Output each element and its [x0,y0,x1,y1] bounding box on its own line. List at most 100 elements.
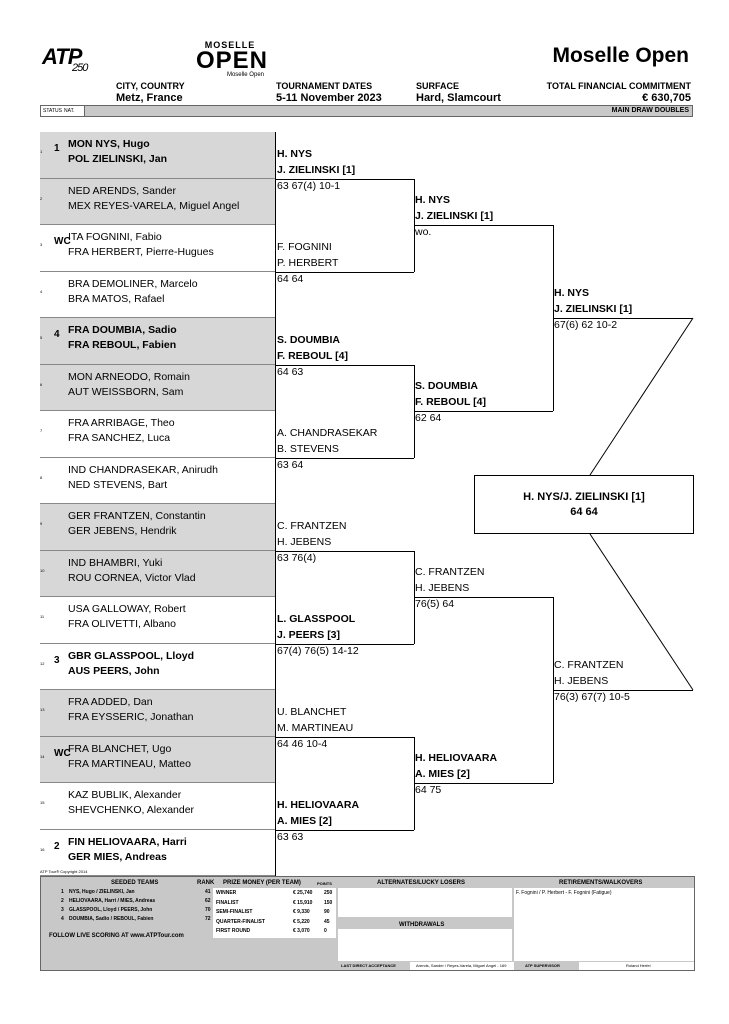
player-two: FRA REBOUL, Fabien [68,339,177,352]
final-diagonal [589,317,694,476]
bracket-line [276,271,414,273]
seed-badge: WC [54,747,71,759]
player-one: MON NYS, Hugo [68,138,150,151]
bracket-line [414,225,553,226]
seed-badge: 2 [54,840,60,852]
draw-position: 16 [40,846,45,852]
player-two: AUT WEISSBORN, Sam [68,385,184,398]
tournament-title: Moselle Open [552,44,689,67]
bracket-line [276,829,414,831]
player-two: AUS PEERS, John [68,664,160,677]
match-winner-two: J. ZIELINSKI [1] [277,163,356,176]
draw-type-label: MAIN DRAW DOUBLES [611,107,689,114]
draw-position: 9 [40,521,43,527]
draw-position: 5 [40,335,43,341]
bracket-line [553,690,693,691]
player-one: FRA ARRIBAGE, Theo [68,417,175,430]
match-score: 64 46 10-4 [277,737,328,750]
match-winner-two: M. MARTINEAU [277,721,354,734]
prize-points: 45 [324,918,330,925]
draw-position: 2 [40,195,43,201]
player-two: BRA MATOS, Rafael [68,292,165,305]
bracket-line [276,550,414,552]
bracket-line [276,736,414,738]
player-one: GER FRANTZEN, Constantin [68,510,206,523]
withdrawals-box [338,929,512,961]
match-winner-one: C. FRANTZEN [415,566,485,578]
match-score: 63 63 [277,830,304,843]
player-two: FRA EYSSERIC, Jonathan [68,711,194,724]
logo-top-text: MOSELLE [204,40,256,50]
seed-rank: 72 [205,916,211,922]
bracket-line [414,783,553,784]
draw-position: 14 [40,753,45,759]
player-two: ROU CORNEA, Victor Vlad [68,571,196,584]
seed-rank: 41 [205,889,211,895]
prize-round: WINNER [216,890,237,896]
match-winner-two: B. STEVENS [277,442,339,455]
match-score: 64 63 [277,365,304,378]
match-winner-one: S. DOUMBIA [277,333,340,346]
match-winner-two: P. HERBERT [277,256,339,269]
footer-panel: SEEDED TEAMS RANK PRIZE MONEY (PER TEAM)… [40,876,695,971]
bracket-line [276,178,414,180]
draw-position: 10 [40,567,45,573]
player-two: GER MIES, Andreas [68,850,167,863]
retirements-box [514,888,694,961]
prize-points: 250 [324,890,333,896]
logo-sub-text: Moselle Open [226,72,264,78]
copyright-text: ATP Tour® Copyright 2014 [40,869,88,874]
player-one: BRA DEMOLINER, Marcelo [68,277,198,290]
bracket-connector [275,411,276,504]
seed-badge: 1 [54,143,60,155]
withdrawals-title: WITHDRAWALS [399,922,445,928]
draw-position: 8 [40,474,43,480]
match-winner-two: H. JEBENS [415,582,470,594]
match-winner-two: H. JEBENS [554,675,609,687]
player-one: NED ARENDS, Sander [68,184,176,197]
player-one: USA GALLOWAY, Robert [68,603,186,616]
player-two: NED STEVENS, Bart [68,478,168,491]
bracket-connector [275,690,276,783]
city-value: Metz, France [116,92,183,104]
player-two: FRA SANCHEZ, Luca [68,432,171,445]
seed-rank: 70 [205,907,211,913]
draw-position: 1 [40,149,43,155]
match-winner-one: L. GLASSPOOL [277,612,356,625]
moselle-open-logo: MOSELLE OPEN Moselle Open [196,40,269,78]
logo-main-text: OPEN [196,47,269,74]
match-winner-two: A. MIES [2] [415,768,470,780]
draw-position: 4 [40,288,43,294]
prize-points: 150 [324,899,333,906]
match-winner-two: H. JEBENS [277,535,332,548]
player-one: IND CHANDRASEKAR, Anirudh [68,463,218,476]
prize-round: QUARTER-FINALIST [216,918,265,925]
match-score: 64 64 [277,272,304,285]
match-winner-two: J. PEERS [3] [277,628,341,641]
seed-number: 4 [61,916,64,922]
surface-value: Hard, Slamcourt [416,92,501,104]
supervisor-box [579,962,694,970]
supervisor-label: ATP SUPERVISOR [525,963,560,968]
match-score: 76(3) 67(7) 10-5 [554,691,630,703]
match-score: 63 76(4) [277,551,317,564]
prize-money: € 25,740 [293,890,313,896]
atp-logo: ATP 250 [42,44,88,74]
final-diagonal [589,533,694,691]
live-scoring-text: FOLLOW LIVE SCORING AT www.ATPTour.com [49,933,184,939]
bracket-connector [275,132,276,225]
match-winner-one: H. HELIOVAARA [415,752,498,764]
match-winner-one: H. NYS [415,194,451,206]
bracket-connector [275,318,276,411]
bracket-line [414,597,553,598]
last-direct-value: Arends, Sander / Reyes-Varela, Miguel An… [416,963,507,968]
player-one: FIN HELIOVAARA, Harri [68,835,187,848]
player-one: FRA DOUMBIA, Sadio [68,324,177,337]
